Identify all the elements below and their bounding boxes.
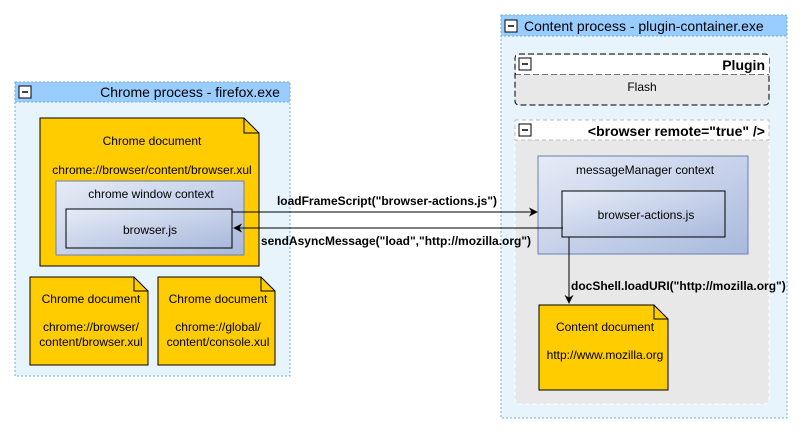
browser-actions-label: browser-actions.js (598, 208, 695, 222)
minus-box-icon[interactable] (518, 57, 532, 71)
chrome-document-browser: Chrome document chrome://browser/ conten… (29, 276, 149, 366)
browser-actions-box (561, 190, 726, 238)
chrome-document-console: Chrome document chrome://global/ content… (157, 276, 276, 366)
browser-remote-header (514, 119, 770, 141)
plugin-header (516, 55, 769, 74)
message-manager-context: messageManager context browser-actions.j… (537, 155, 749, 255)
content-document: Content document http://www.mozilla.org (538, 304, 669, 391)
chrome-process-title: Chrome process - firefox.exe (100, 84, 280, 100)
note-fold (243, 118, 259, 134)
chrome-document-url-line2: content/browser.xul (39, 335, 142, 349)
content-document-title: Content document (556, 320, 655, 334)
chrome-document-title: Chrome document (103, 134, 202, 148)
minus-box-icon[interactable] (504, 19, 518, 33)
chrome-document-url-line2: content/console.xul (167, 335, 270, 349)
window-context-title: chrome window context (88, 187, 214, 201)
note-fold (133, 277, 148, 292)
content-process-header (500, 14, 788, 37)
chrome-process-header (14, 81, 291, 103)
chrome-document-url-line1: chrome://browser/ (43, 320, 140, 334)
plugin-title: Plugin (722, 57, 765, 73)
chrome-document-title: Chrome document (42, 292, 141, 306)
send-async-message-label: sendAsyncMessage("load","http://mozilla.… (261, 234, 531, 248)
load-frame-script-label: loadFrameScript("browser-actions.js") (277, 194, 497, 208)
load-uri-arrow: docShell.loadURI("http://mozilla.org") (564, 237, 786, 304)
chrome-document-url-line1: chrome://global/ (175, 320, 261, 334)
content-document-url: http://www.mozilla.org (547, 348, 664, 362)
load-uri-label: docShell.loadURI("http://mozilla.org") (571, 279, 786, 293)
note-shape (538, 304, 669, 391)
browser-js-box (65, 208, 233, 249)
mm-context-title: messageManager context (576, 163, 715, 177)
note-shape (29, 276, 149, 366)
browser-remote-title: <browser remote="true" /> (588, 123, 765, 139)
plugin-body: Flash (627, 80, 656, 94)
minus-box-icon[interactable] (518, 123, 532, 137)
chrome-window-context: chrome window context browser.js (55, 180, 245, 256)
chrome-document-title: Chrome document (169, 292, 268, 306)
plugin-container: Plugin Flash (514, 53, 770, 106)
send-async-message-arrow: sendAsyncMessage("load","http://mozilla.… (233, 223, 563, 248)
minus-box-icon[interactable] (18, 85, 32, 99)
browser-js-label: browser.js (123, 223, 177, 237)
note-fold (260, 277, 275, 292)
note-fold (653, 305, 668, 320)
note-shape (157, 276, 276, 366)
content-process-title: Content process - plugin-container.exe (524, 18, 764, 34)
load-frame-script-arrow: loadFrameScript("browser-actions.js") (232, 194, 538, 217)
chrome-document-url: chrome://browser/content/browser.xul (52, 163, 251, 177)
